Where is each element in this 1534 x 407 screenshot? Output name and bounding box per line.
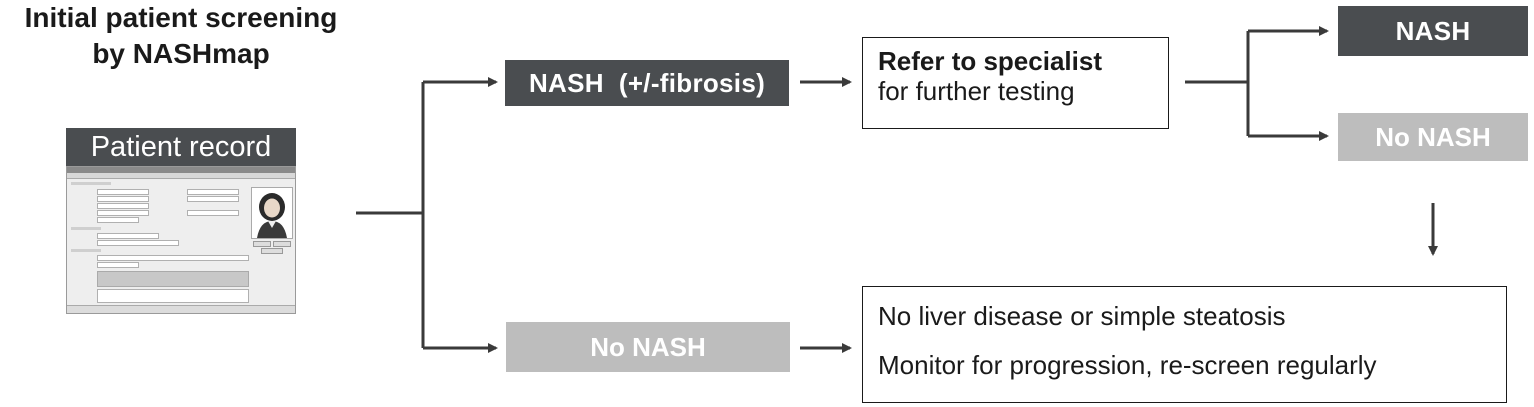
form-label xyxy=(71,249,101,252)
nash-fibrosis-box: NASH (+/-fibrosis) xyxy=(505,60,789,106)
window-tabs xyxy=(67,173,295,179)
photo-button xyxy=(253,241,271,247)
no-nash-box: No NASH xyxy=(506,322,790,372)
no-liver-disease-line: No liver disease or simple steatosis xyxy=(878,301,1286,331)
diagram-title: Initial patient screening by NASHmap xyxy=(0,0,362,72)
form-field xyxy=(187,189,239,195)
monitor-line: Monitor for progression, re-screen regul… xyxy=(878,350,1377,380)
form-field xyxy=(97,233,159,239)
patient-record-screenshot xyxy=(66,166,296,314)
refer-title: Refer to specialist xyxy=(878,46,1102,76)
nash-result-box: NASH xyxy=(1338,6,1528,56)
notes-area xyxy=(97,289,249,303)
patient-record-header: Patient record xyxy=(66,128,296,166)
title-line-2: by NASHmap xyxy=(92,38,270,69)
form-field xyxy=(97,217,139,223)
patient-photo xyxy=(251,187,293,239)
form-field xyxy=(97,210,149,216)
refer-specialist-box: Refer to specialist for further testing xyxy=(862,37,1169,129)
form-field xyxy=(97,189,149,195)
window-statusbar xyxy=(67,305,295,313)
title-line-1: Initial patient screening xyxy=(24,2,338,33)
form-field xyxy=(97,240,179,246)
form-label xyxy=(71,227,101,230)
nash-result-label: NASH xyxy=(1395,15,1471,46)
no-liver-disease-box: No liver disease or simple steatosis Mon… xyxy=(862,286,1507,403)
clinical-info-area xyxy=(97,271,249,287)
no-nash-result-label: No NASH xyxy=(1375,121,1491,152)
refer-subtitle: for further testing xyxy=(878,76,1075,106)
no-nash-result-box: No NASH xyxy=(1338,113,1528,161)
avatar-icon xyxy=(257,193,287,238)
form-field xyxy=(97,262,139,268)
form-field xyxy=(187,196,239,202)
form-field xyxy=(97,203,149,209)
photo-button xyxy=(261,248,283,254)
form-field xyxy=(187,210,239,216)
photo-button xyxy=(273,241,291,247)
patient-record-label: Patient record xyxy=(90,130,272,163)
window-titlebar xyxy=(67,167,295,173)
no-nash-label: No NASH xyxy=(590,331,706,362)
form-label xyxy=(71,182,111,185)
nash-fibrosis-label: NASH (+/-fibrosis) xyxy=(528,67,766,98)
form-field xyxy=(97,255,249,261)
form-field xyxy=(97,196,149,202)
